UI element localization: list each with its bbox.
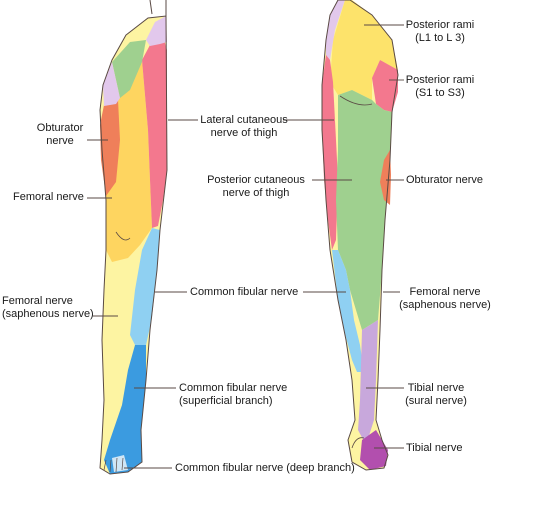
label-common-fibular-deep: Common fibular nerve (deep branch) <box>175 462 355 474</box>
back-posterior-cutaneous-region <box>336 90 392 330</box>
label-femoral-front: Femoral nerve <box>13 191 84 203</box>
front-superficial-branch-region <box>104 345 146 474</box>
label-posterior-rami-s: Posterior rami (S1 to S3) <box>405 74 475 99</box>
front-lateral-cutaneous-region <box>142 36 167 228</box>
label-lateral-cutaneous: Lateral cutaneous nerve of thigh <box>200 114 288 139</box>
back-leg-outline <box>321 0 399 471</box>
front-leg-outline <box>99 15 168 475</box>
front-green-patch <box>112 40 146 98</box>
label-posterior-cutaneous: Posterior cutaneous nerve of thigh <box>207 174 305 199</box>
front-obturator-region <box>100 100 120 196</box>
front-lilac-hip <box>103 62 120 106</box>
front-knee-detail <box>115 231 131 241</box>
front-waist-line <box>149 0 167 16</box>
label-obturator-back: Obturator nerve <box>406 174 484 186</box>
label-obturator-front: Obturator nerve <box>36 122 84 147</box>
back-obturator-region <box>380 150 391 205</box>
back-heel-detail <box>351 437 365 449</box>
label-femoral-saphenous-front: Femoral nerve (saphenous nerve) <box>2 295 94 320</box>
back-lilac-top <box>326 0 345 60</box>
label-common-fibular: Common fibular nerve <box>190 286 299 298</box>
leader-lines <box>87 24 404 469</box>
back-leg <box>321 0 399 471</box>
back-common-fibular-region <box>332 250 364 372</box>
label-posterior-rami-l: Posterior rami (L1 to L 3) <box>405 19 475 44</box>
back-lateral-cutaneous-region <box>322 55 338 250</box>
front-leg <box>99 0 168 475</box>
label-common-fibular-superficial: Common fibular nerve (superficial branch… <box>179 382 288 407</box>
front-common-fibular-region <box>130 228 160 345</box>
back-posterior-rami-l-region <box>330 0 398 100</box>
back-posterior-rami-s-region <box>372 60 398 112</box>
label-femoral-saphenous-back: Femoral nerve (saphenous nerve) <box>399 286 491 311</box>
back-tibial-region <box>360 430 388 470</box>
back-gluteal-fold <box>339 95 373 106</box>
label-tibial-sural: Tibial nerve (sural nerve) <box>405 382 467 407</box>
front-toes <box>103 457 124 473</box>
back-sural-region <box>358 320 378 445</box>
front-lilac-top <box>146 16 167 46</box>
label-tibial: Tibial nerve <box>406 442 463 454</box>
